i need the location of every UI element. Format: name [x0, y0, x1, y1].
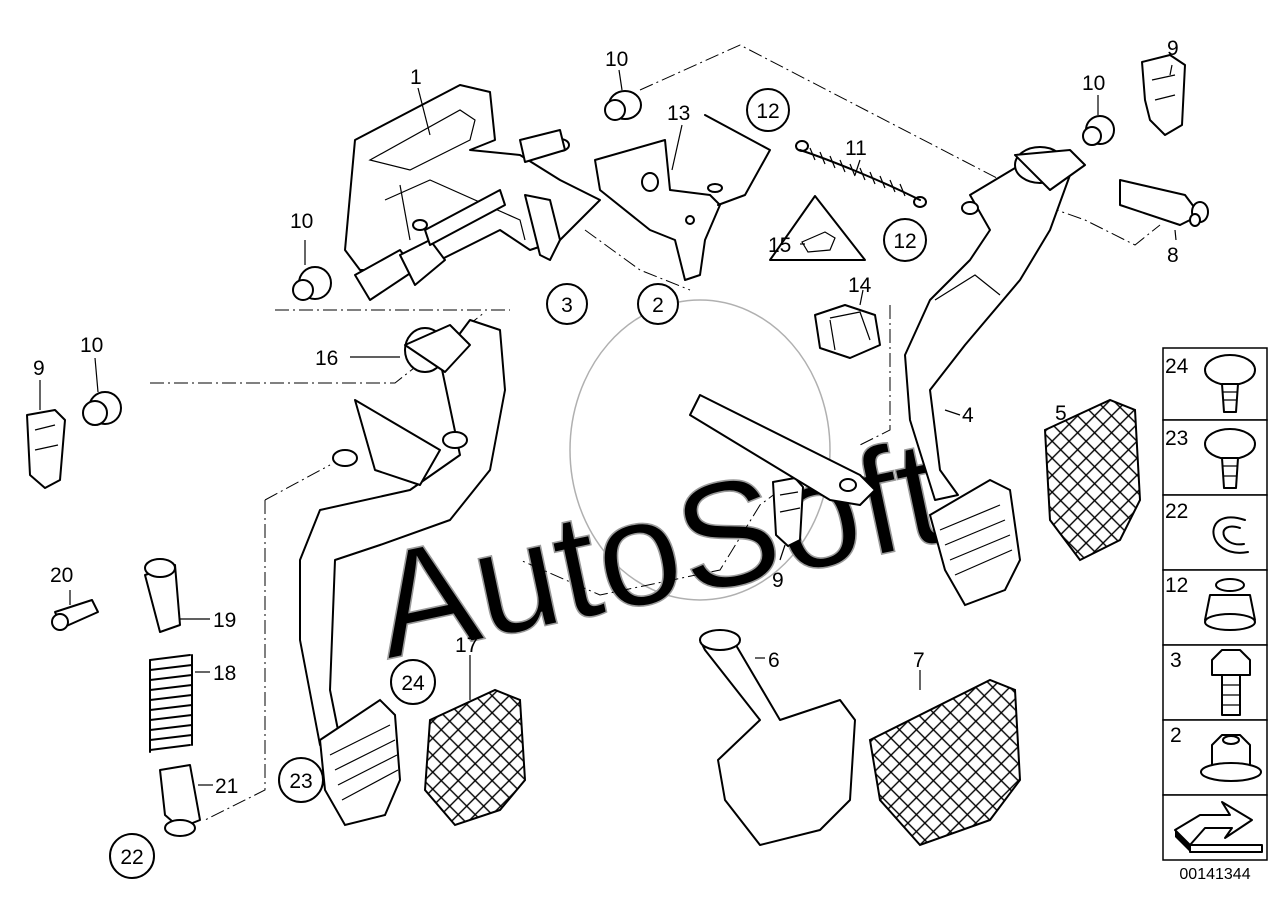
bushing-right: [1082, 115, 1115, 146]
callout-3: 3: [561, 294, 573, 317]
circlip-icon: [1212, 516, 1249, 554]
callout-20: 20: [50, 564, 73, 587]
accelerator-pedal-pad: [868, 678, 1022, 847]
callout-8: 8: [1167, 244, 1179, 267]
plastic-rivet-icon: [1204, 354, 1256, 413]
callout-18: 18: [213, 662, 236, 685]
retaining-clip-left: [26, 409, 66, 489]
callout-4: 4: [962, 404, 974, 427]
pushrod-link: [689, 394, 876, 506]
bushing-left: [82, 391, 122, 426]
callout-21: 21: [215, 775, 238, 798]
callout-2: 2: [652, 294, 664, 317]
callout-7: 7: [913, 649, 925, 672]
callout-23: 23: [289, 770, 312, 793]
callout-10-left: 10: [80, 334, 103, 357]
panel-label-22: 22: [1165, 500, 1188, 523]
retaining-clip-top-right: [1141, 54, 1186, 136]
callout-16: 16: [315, 347, 338, 370]
clutch-pedal-arm: [299, 319, 506, 827]
callout-22: 22: [120, 846, 143, 869]
panel-label-12: 12: [1165, 574, 1188, 597]
brake-pedal-pad: [1043, 398, 1142, 562]
over-center-spring-assembly: [51, 558, 201, 837]
circled-callouts: 2 3 12 12 22 23 24: [109, 88, 927, 879]
callout-12-top: 12: [756, 100, 779, 123]
callout-6: 6: [768, 649, 780, 672]
callout-10-top: 10: [605, 48, 628, 71]
rubber-bushing-icon: [1204, 578, 1256, 631]
diagram-reference-code: 00141344: [1179, 866, 1251, 883]
panel-label-23: 23: [1165, 427, 1188, 450]
hex-bolt-icon: [1211, 649, 1251, 716]
plastic-rivet-icon: [1204, 428, 1256, 489]
bushing-top-center: [604, 90, 642, 121]
callout-10-bracket: 10: [290, 210, 313, 233]
panel-label-24: 24: [1165, 355, 1189, 378]
leader-lines: [39, 64, 1177, 786]
callout-13: 13: [667, 102, 690, 125]
callout-24: 24: [401, 672, 425, 695]
callout-12-right: 12: [893, 230, 916, 253]
part-callouts: 1 4 5 6 7 8 9 9 9 10 10 10 10 11 13 14 1…: [33, 37, 1179, 798]
callout-9-top-right: 9: [1167, 37, 1179, 60]
pedal-pin: [1119, 179, 1209, 227]
warning-triangle-icon: [769, 195, 866, 261]
brake-light-switch: [814, 304, 881, 359]
callout-17: 17: [455, 634, 478, 657]
flange-nut-icon: [1200, 734, 1262, 782]
accelerator-pedal: [699, 629, 856, 846]
callout-11: 11: [845, 137, 867, 160]
orientation-arrow-icon: [1174, 801, 1263, 853]
retaining-clip-middle: [772, 477, 804, 547]
callout-5: 5: [1055, 402, 1067, 425]
pedal-bracket: [344, 84, 601, 301]
callout-10-right: 10: [1082, 72, 1105, 95]
callout-9-left: 9: [33, 357, 45, 380]
panel-label-3: 3: [1170, 649, 1182, 672]
callout-15: 15: [768, 234, 791, 257]
panel-label-2: 2: [1170, 724, 1182, 747]
bushing-left-bracket: [292, 266, 332, 301]
callout-19: 19: [213, 609, 236, 632]
switch-bracket-plate: [594, 114, 771, 281]
clutch-pedal-pad: [423, 688, 527, 827]
callout-14: 14: [848, 274, 872, 297]
callout-1: 1: [410, 66, 422, 89]
brake-pedal-arm: [904, 146, 1086, 607]
callout-9-middle: 9: [772, 569, 784, 592]
small-parts-panel: 24 23 22 12 3: [1162, 347, 1268, 861]
svg-text:AutoSoft: AutoSoft: [359, 406, 957, 690]
